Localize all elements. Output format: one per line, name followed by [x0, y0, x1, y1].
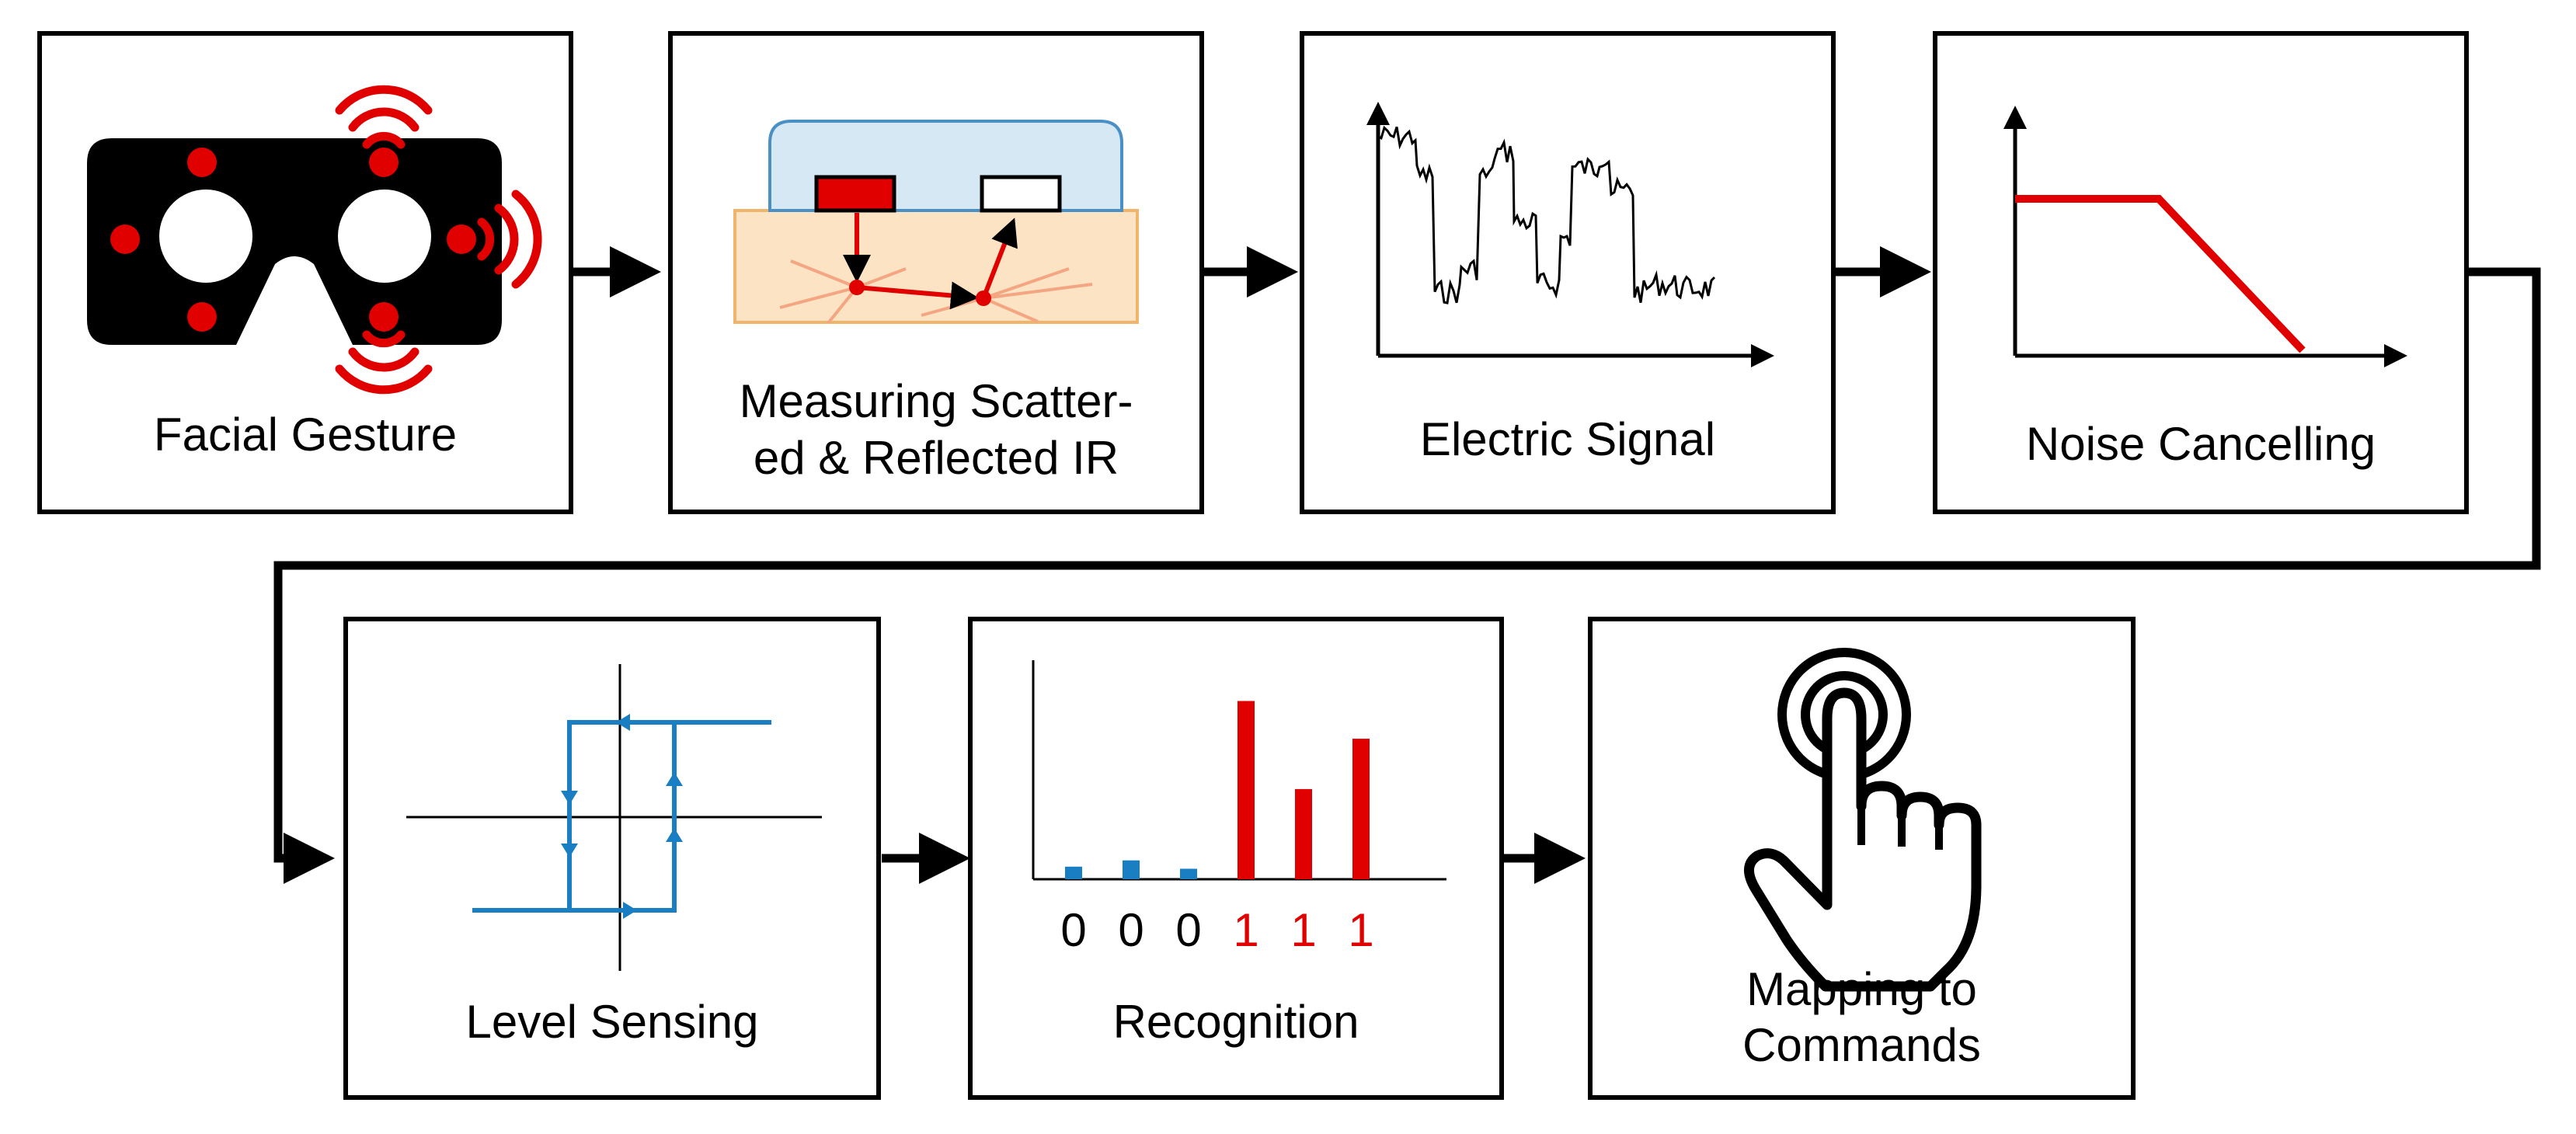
touch-hand-icon	[1744, 648, 1982, 992]
low-pass-filter-plot	[2003, 106, 2407, 367]
recognition-bar	[1352, 739, 1370, 879]
ir-sensor-icon	[733, 120, 1139, 325]
block-measuring-ir: Measuring Scatter- ed & Reflected IR	[668, 31, 1204, 514]
block-electric-signal: Electric Signal	[1300, 31, 1836, 514]
block-level-sensing: Level Sensing	[343, 617, 881, 1100]
block-label: Noise Cancelling	[2025, 418, 2376, 470]
noisy-signal-line	[1377, 125, 1716, 304]
hysteresis-loop-plot	[406, 664, 822, 971]
recognition-bit: 0	[1175, 904, 1201, 956]
block-label: Level Sensing	[465, 996, 759, 1048]
noisy-signal-plot	[1366, 102, 1774, 367]
block-label-line2: ed & Reflected IR	[753, 432, 1119, 484]
recognition-bar	[1295, 788, 1312, 879]
recognition-bit: 1	[1290, 904, 1316, 956]
block-facial-gesture: Facial Gesture	[37, 31, 573, 514]
recognition-bit: 1	[1233, 904, 1258, 956]
signal-waves-icon	[335, 85, 542, 395]
recognition-bar	[1238, 701, 1255, 879]
recognition-bit: 0	[1060, 904, 1086, 956]
block-label: Recognition	[1112, 996, 1359, 1048]
filter-response-line	[2015, 195, 2306, 353]
recognition-bit: 0	[1118, 904, 1144, 956]
block-label-line2: Commands	[1742, 1019, 1981, 1071]
block-label: Electric Signal	[1419, 413, 1716, 465]
block-label: Facial Gesture	[153, 409, 458, 461]
block-label-line1: Measuring Scatter-	[739, 375, 1133, 427]
block-noise-cancelling: Noise Cancelling	[1933, 31, 2469, 514]
block-label-line1: Mapping to	[1746, 963, 1977, 1015]
recognition-bar	[1180, 868, 1197, 879]
recognition-bit: 1	[1348, 904, 1373, 956]
vr-headset-icon	[87, 85, 542, 395]
arrow-row-wrap	[273, 267, 2541, 884]
recognition-bar	[1065, 866, 1082, 879]
block-mapping-commands: Mapping to Commands	[1588, 617, 2136, 1100]
recognition-bar	[1123, 860, 1140, 879]
hysteresis-direction-arrows	[561, 714, 683, 919]
